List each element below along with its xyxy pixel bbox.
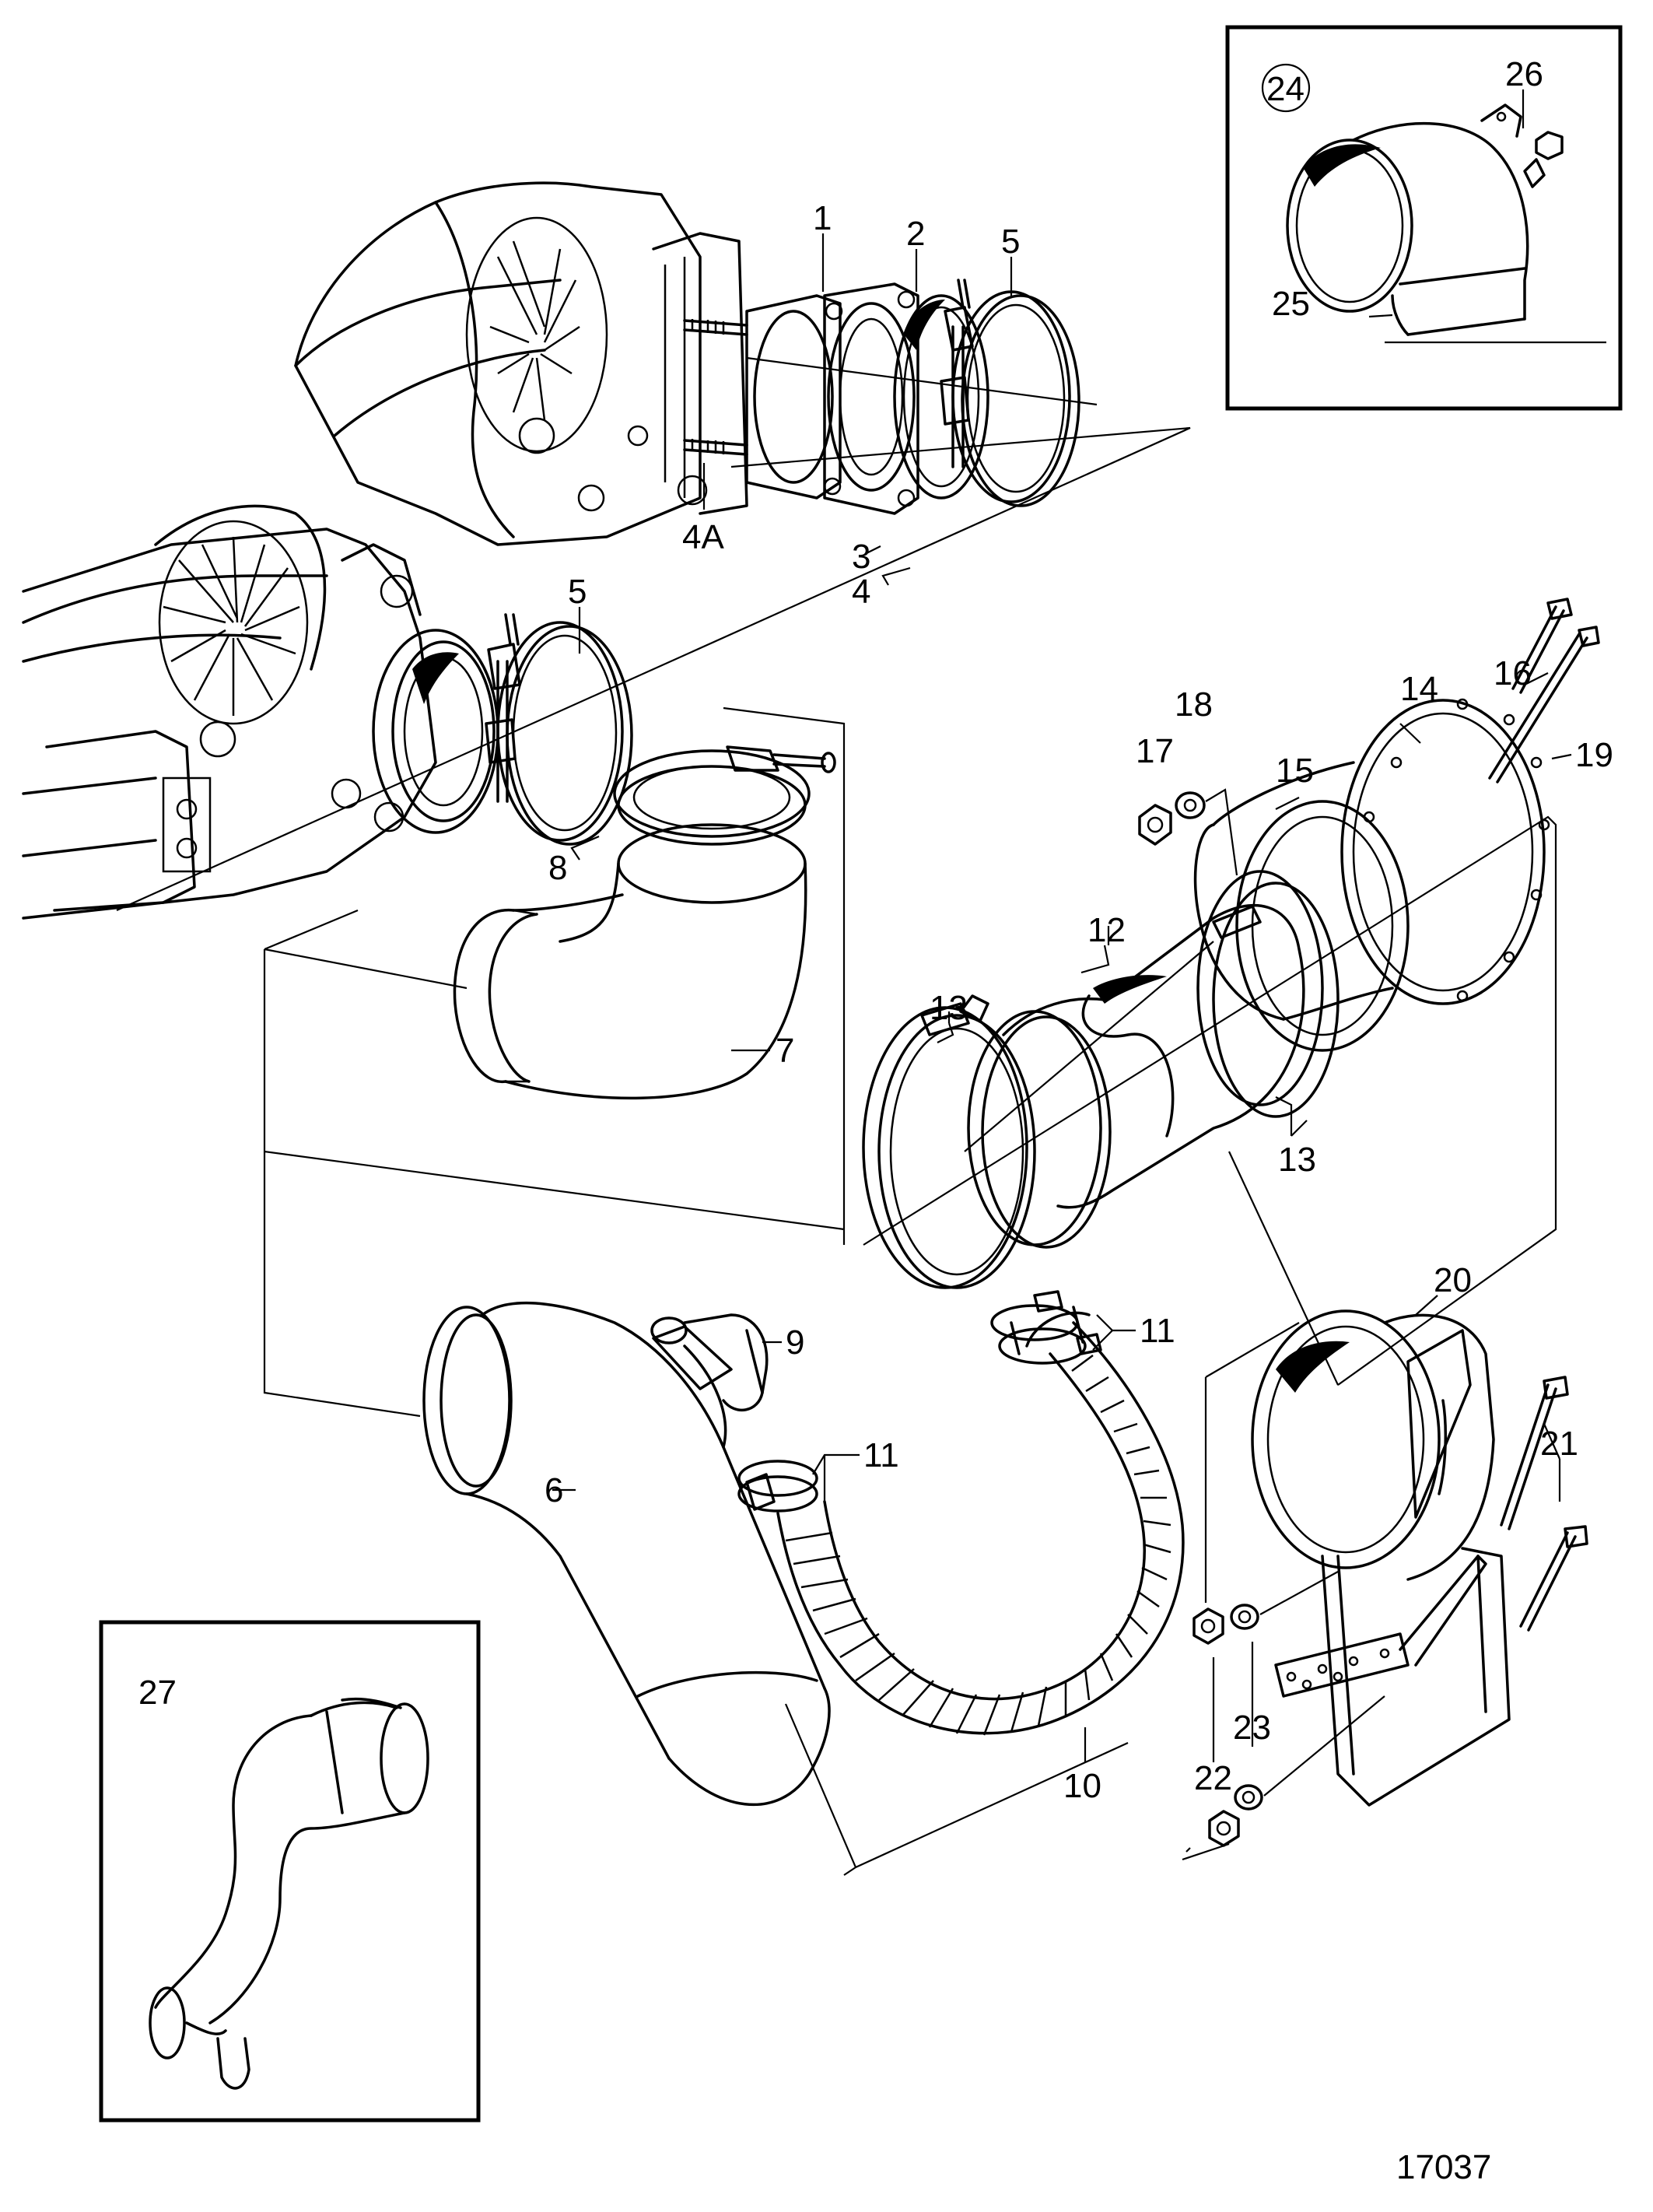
callout-10: 10 — [1063, 1767, 1101, 1805]
assembly-box-lower — [263, 706, 846, 1418]
callout-26: 26 — [1505, 55, 1543, 93]
callout-5-upper: 5 — [1001, 223, 1020, 261]
inset-frame-24 — [1225, 25, 1623, 411]
callout-16: 16 — [1494, 654, 1532, 692]
outlet-20-bracket — [1204, 1309, 1511, 1807]
nut-washer-17-18 — [1138, 788, 1238, 876]
callout-labels: 1 2 3 4 4A 5 5 6 7 8 9 10 11 11 12 13 13… — [138, 55, 1613, 2186]
callout-12: 12 — [1087, 911, 1126, 949]
callout-14: 14 — [1400, 670, 1438, 708]
inset-pipe-27 — [149, 1697, 429, 2090]
callout-7: 7 — [776, 1032, 794, 1070]
engine-housing-upper — [294, 181, 748, 546]
guide-line-upper — [116, 356, 1191, 912]
callout-24: 24 — [1266, 70, 1305, 108]
callout-11-left: 11 — [863, 1436, 899, 1474]
callout-20: 20 — [1434, 1261, 1472, 1299]
inset-elbow-24 — [1286, 103, 1606, 344]
callout-17: 17 — [1136, 732, 1174, 770]
inset-frame-27 — [99, 1620, 481, 2123]
callout-13-right: 13 — [1278, 1141, 1316, 1179]
bolts-16-19 — [1488, 598, 1600, 783]
nuts-washers-22-23 — [1182, 1571, 1385, 1861]
callout-23: 23 — [1233, 1709, 1271, 1747]
callout-3: 3 — [852, 538, 870, 576]
callout-27: 27 — [138, 1674, 177, 1712]
bolts-21 — [1500, 1376, 1588, 1632]
callout-6: 6 — [545, 1471, 563, 1509]
turbo-outlet-lower — [372, 613, 633, 846]
exhaust-flange — [745, 282, 989, 515]
callout-21-upper: 21 — [1540, 1425, 1578, 1463]
callout-13-left: 13 — [930, 989, 968, 1027]
callout-11-right: 11 — [1140, 1312, 1175, 1350]
callout-9: 9 — [786, 1323, 804, 1362]
callout-25: 25 — [1272, 285, 1310, 323]
callout-4a: 4A — [682, 518, 724, 556]
engine-housing-lower — [22, 504, 437, 920]
callout-18: 18 — [1175, 685, 1213, 724]
callout-leaders — [552, 63, 1572, 1762]
callout-22: 22 — [1194, 1759, 1232, 1797]
elbow-pipe-7 — [453, 745, 836, 1100]
callout-5-lower: 5 — [568, 573, 587, 611]
assembly-box-muffler — [863, 815, 1557, 1386]
callout-8: 8 — [548, 849, 567, 887]
callout-4: 4 — [852, 573, 870, 611]
callout-15: 15 — [1276, 752, 1314, 790]
elbow-6-hoses — [422, 1290, 1185, 1876]
callout-2: 2 — [906, 215, 925, 253]
drawing-number: 17037 — [1396, 2148, 1491, 2186]
callout-1: 1 — [813, 199, 832, 237]
muffler-assembly — [862, 698, 1550, 1289]
stud-bolts — [683, 319, 748, 456]
callout-19: 19 — [1575, 736, 1613, 774]
